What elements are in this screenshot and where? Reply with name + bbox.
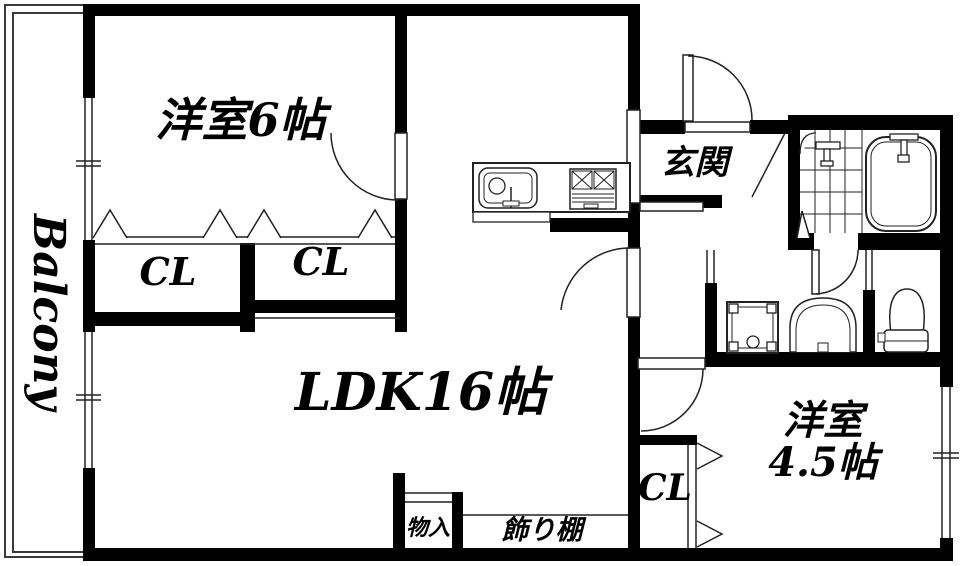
door-ldk [560,247,641,318]
room-label-bedroom45: 洋室 4.5帖 [738,400,908,492]
washroom-entry-lines [706,250,715,283]
window-room6 [76,98,101,240]
window-room45 [933,387,959,538]
windows [76,98,959,538]
closet3-label: CL [638,467,692,509]
closet-fittings [92,208,724,548]
bath-corner-arc [799,132,817,155]
storage-track [405,492,452,503]
door-room6 [330,132,408,201]
wall-bath-left [788,115,800,250]
wall-closet3-top [635,435,697,445]
closet2-label: CL [292,239,350,284]
door-toilet [865,250,873,290]
room6-closet-doors [92,208,400,319]
entrance-sill [639,201,704,212]
wall-mid-c [628,317,640,548]
door-washroom [811,249,859,295]
wall-top [83,4,640,16]
stove-icon [569,168,617,210]
storage-label: 物入 [405,515,450,541]
wall-toilet-left [863,290,875,352]
wall-mid-a [628,4,640,110]
wall-right-a [940,115,953,387]
wall-storage-right [452,492,463,553]
shelf-label: 飾り棚 [501,515,583,546]
bathroom [799,130,937,233]
wall-kitchen-stub [550,218,640,232]
wall-washroom-left [705,283,717,355]
wall-entrance-top-a [640,120,685,134]
bath-folding-door-icon [796,210,811,239]
doors [330,54,873,432]
wall-entrance-top-b [750,120,788,134]
kitchen-ledge [472,211,551,223]
washroom [726,288,929,354]
entrance-step-line [751,132,786,198]
room-label-ldk: LDK16帖 [294,362,547,423]
wall-washroom-bottom [705,352,953,367]
wall-room6-right-b [395,198,407,332]
wall-mid-b [628,203,640,248]
wall-bottom [83,548,953,561]
bathtub-icon [865,133,937,232]
door-room45 [637,357,706,432]
walls [83,4,953,561]
wall-left-c [83,468,95,558]
room-label-bedroom45-line1: 洋室 [783,397,863,444]
kitchen-sink-icon [478,167,538,209]
wall-left-a [83,4,95,98]
washing-machine-pan-icon [726,301,779,354]
wall-right-b [940,538,953,561]
room-label-entrance: 玄関 [660,143,729,183]
shower-icon [815,141,841,167]
wall-bath-top [788,115,953,130]
kitchen [472,162,631,223]
toilet-icon [877,288,929,353]
door-entrance [682,54,753,133]
wall-room6-right-a [395,4,407,133]
wall-closet1-bottom [83,312,255,326]
balcony-label: Balcony [23,213,75,411]
room45-closet-doors [687,442,724,548]
window-ldk [76,332,101,468]
wall-closet2-bottom [247,300,407,313]
wall-bath-bottom-b [858,233,953,250]
closet1-label: CL [139,249,197,294]
washbasin-icon [789,297,857,353]
wall-storage-left [393,473,405,553]
room-label-bedroom6: 洋室6帖 [155,93,326,147]
room-label-bedroom45-line2: 4.5帖 [768,439,878,486]
wall-left-b [83,240,95,332]
